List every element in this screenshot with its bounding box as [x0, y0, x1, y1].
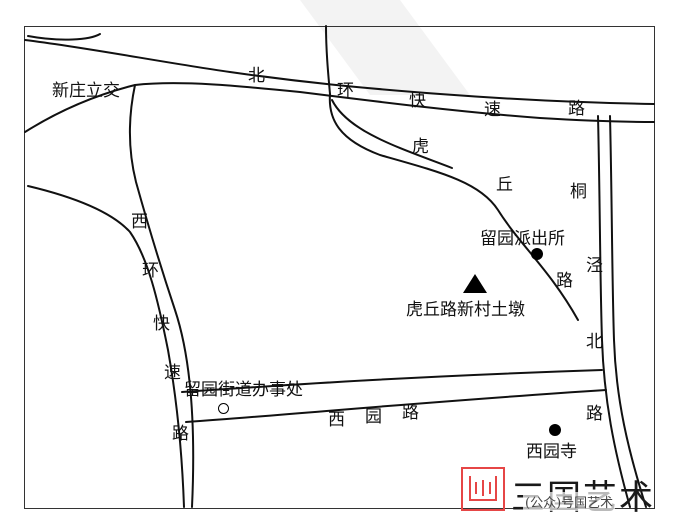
- background-slash-decor: [300, 0, 470, 95]
- xiyuan-temple-label: 西园寺: [526, 442, 577, 462]
- huqiu-road-label-1: 虎: [412, 137, 429, 157]
- huqiu-village-mound-label: 虎丘路新村土墩: [406, 300, 525, 320]
- xinzhuang-interchange-label: 新庄立交: [52, 81, 120, 101]
- liuyuan-police-station-label: 留园派出所: [480, 229, 565, 249]
- north-ring-road-label-3: 快: [409, 91, 426, 111]
- tongjing-road-east: [609, 115, 647, 508]
- liuyuan-police-station-marker: [531, 248, 543, 260]
- north-ring-road-upper: [24, 39, 655, 105]
- west-ring-road-label-2: 环: [142, 261, 159, 281]
- huqiu-village-triangle-marker: [463, 274, 487, 293]
- liuyuan-subdistrict-office-marker: [218, 403, 229, 414]
- west-ring-road-label-5: 路: [172, 424, 189, 444]
- north-ring-road-label-1: 北: [248, 66, 265, 86]
- xiyuan-road-north: [181, 369, 603, 393]
- north-ring-road-lower: [24, 82, 655, 133]
- tongjing-road-label-4: 路: [586, 404, 603, 424]
- west-ring-road-label-4: 速: [164, 363, 181, 383]
- west-ring-road-label-3: 快: [153, 314, 170, 334]
- north-west-spur: [27, 33, 101, 41]
- tongjing-road-west: [597, 115, 631, 508]
- huqiu-road-west: [328, 93, 579, 321]
- west-ring-road-inner: [128, 84, 195, 508]
- huqiu-road-upper: [331, 99, 453, 169]
- map-frame: [24, 26, 655, 509]
- huqiu-road-label-3: 路: [556, 271, 573, 291]
- north-ring-road-label-4: 速: [484, 100, 501, 120]
- tongjing-road-label-2: 泾: [586, 256, 603, 276]
- huqiu-road-east: [325, 25, 331, 95]
- xiyuan-road-label-2: 园: [365, 407, 382, 427]
- north-ring-road-label-5: 路: [568, 99, 585, 119]
- west-ring-road-label-1: 西: [131, 212, 148, 232]
- xiyuan-road-label-1: 西: [328, 410, 345, 430]
- watermark-small-text: (公众)号国艺术: [523, 492, 616, 511]
- west-ring-road-outer: [27, 185, 185, 508]
- tongjing-road-label-3: 北: [586, 332, 603, 352]
- huqiu-road-label-2: 丘: [496, 175, 513, 195]
- xiyuan-temple-marker: [549, 424, 561, 436]
- north-ring-road-label-2: 环: [337, 81, 354, 101]
- liuyuan-subdistrict-office-label: 留园街道办事处: [184, 380, 303, 400]
- watermark-logo: [461, 467, 505, 511]
- xiyuan-road-south: [185, 389, 607, 423]
- xiyuan-road-label-3: 路: [402, 403, 419, 423]
- tongjing-road-label-1: 桐: [570, 182, 587, 202]
- watermark: 三国艺术 (公众)号国艺术: [463, 464, 663, 522]
